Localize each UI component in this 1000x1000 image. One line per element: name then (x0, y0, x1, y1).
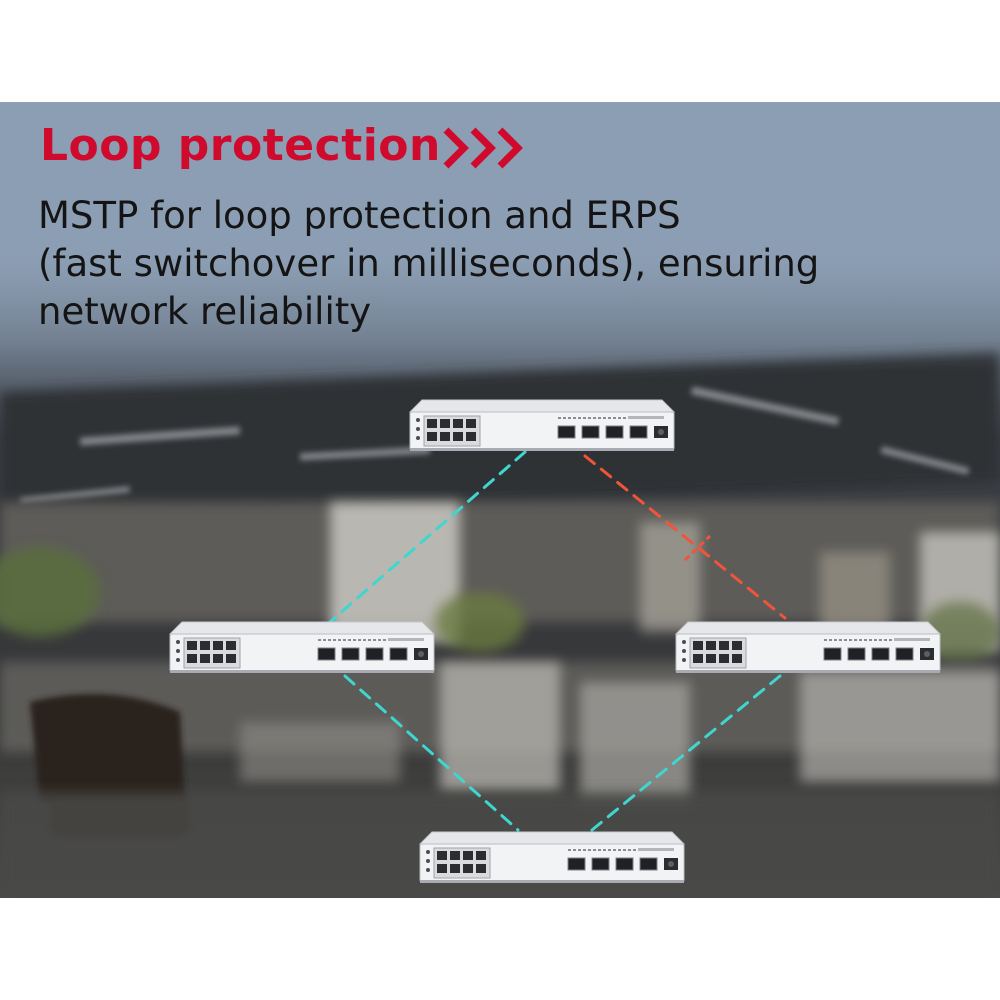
network-switch-icon (168, 618, 436, 676)
link-active (328, 450, 527, 624)
description-line: network reliability (38, 290, 372, 333)
link-active (590, 674, 782, 832)
network-switch-icon (418, 828, 686, 886)
headline-title: Loop protection (40, 120, 441, 171)
link-blocked (583, 454, 787, 620)
network-switch-icon (408, 396, 676, 454)
link-blocked-mark (683, 534, 712, 562)
description-line: MSTP for loop protection and ERPS (38, 194, 681, 237)
link-active (343, 674, 520, 832)
description-line: (fast switchover in milliseconds), ensur… (38, 242, 820, 285)
office-scene (0, 102, 1000, 898)
triple-chevron-right-icon (443, 127, 523, 169)
network-switch-icon (674, 618, 942, 676)
description-text: MSTP for loop protection and ERPS (fast … (38, 192, 938, 336)
office-background (0, 102, 1000, 898)
